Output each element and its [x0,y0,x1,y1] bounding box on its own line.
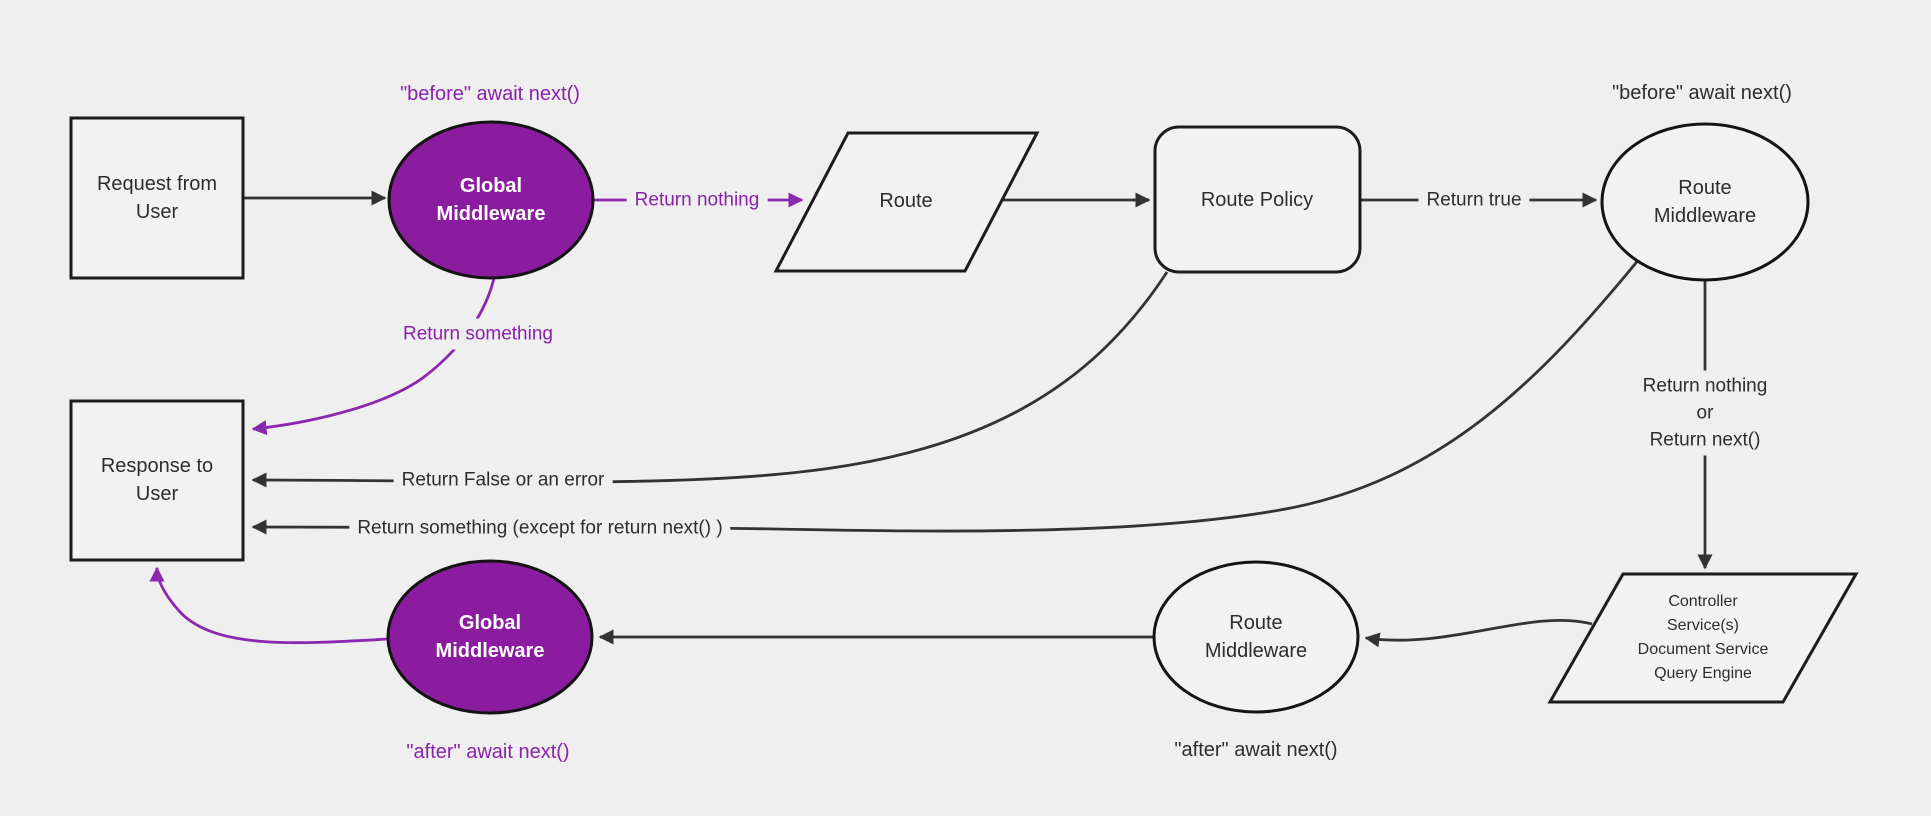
request-node-label: Request from User [96,173,218,223]
edge-label-return-something: Return something [395,318,561,350]
global-middleware-top-node-shape [387,120,595,280]
route-middleware-top-node-shape [1600,122,1810,282]
route-policy-node-shape [1153,125,1362,274]
annotation-after-global-middleware: "after" await next() [406,741,570,763]
edge-label-return-something-except: Return something (except for return next… [349,512,731,544]
controller-node-shape [1547,572,1859,704]
edge-label-return-nothing-or-next: Return nothing or Return next() [1634,370,1776,456]
route-node-label: Route [879,190,933,212]
edge-global-middleware-bottom-to-response [149,566,389,645]
annotation-before-global-middleware: "before" await next() [400,83,580,105]
edge-label-return-nothing: Return nothing [626,184,768,216]
route-middleware-bottom-node-shape [1152,560,1360,714]
global-middleware-top-node-label: Global Middleware [436,175,546,225]
controller-node-label: Controller Service(s) Document Service Q… [1637,593,1769,682]
edge-controller-to-route-middleware-bottom [1364,618,1593,648]
annotation-after-route-middleware: "after" await next() [1174,739,1338,761]
edge-route-middleware-return-something-to-response [251,257,1642,535]
route-node-shape [773,131,1040,273]
edge-label-return-true: Return true [1418,184,1530,216]
edge-label-return-false-or-error: Return False or an error [393,464,613,496]
response-node-label: Response to User [100,455,214,505]
annotation-before-route-middleware: "before" await next() [1612,82,1792,104]
route-middleware-top-node-label: Route Middleware [1653,177,1757,227]
global-middleware-bottom-node-shape [386,559,594,715]
route-middleware-bottom-node-label: Route Middleware [1204,612,1308,662]
route-policy-node-label: Route Policy [1200,189,1314,211]
edge-global-middleware-return-something-to-response [251,277,496,436]
response-node-shape [69,399,245,562]
global-middleware-bottom-node-label: Global Middleware [435,612,545,662]
edge-route-policy-return-false-to-response [251,271,1169,488]
request-node-shape [69,116,245,280]
